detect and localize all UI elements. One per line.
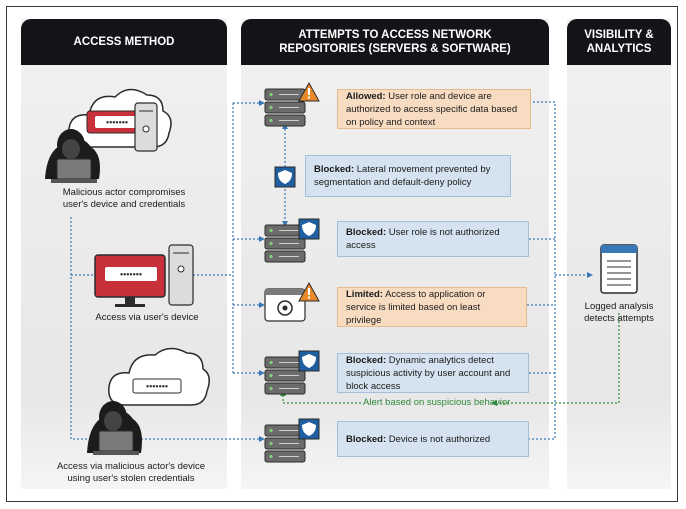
outcome-status: Blocked: bbox=[346, 227, 387, 238]
log-document-icon bbox=[600, 244, 638, 294]
server-tower-icon bbox=[134, 102, 158, 152]
connector-right-trunk bbox=[529, 101, 556, 440]
shield-icon bbox=[274, 166, 296, 188]
monitor-icon bbox=[94, 254, 166, 307]
outcome-box-allowed: Allowed: User role and device are author… bbox=[337, 89, 531, 129]
outcome-box-limited: Limited: Access to application or servic… bbox=[337, 287, 527, 327]
outcome-box-analytics-blocked: Blocked: Dynamic analytics detect suspic… bbox=[337, 353, 529, 393]
visibility-header: VISIBILITY & ANALYTICS bbox=[567, 19, 671, 65]
app-settings-icon bbox=[264, 288, 306, 322]
password-mask: ••••••• bbox=[106, 118, 128, 128]
access-method-label-2: Access via user's device bbox=[95, 312, 199, 323]
connector-layer: ••••••• ••••••• bbox=[45, 81, 638, 463]
diagram-frame: ACCESS METHOD ATTEMPTS TO ACCESS NETWORK… bbox=[6, 6, 678, 502]
shield-icon bbox=[298, 350, 320, 372]
warning-icon bbox=[298, 81, 320, 102]
cloud-icon bbox=[108, 347, 210, 406]
outcome-text: Dynamic analytics detect suspicious acti… bbox=[346, 354, 511, 392]
shield-icon bbox=[298, 418, 320, 440]
shield-icon bbox=[298, 218, 320, 240]
outcome-text: User role is not authorized access bbox=[346, 227, 500, 251]
outcome-status: Limited: bbox=[346, 288, 383, 300]
access-method-header: ACCESS METHOD bbox=[21, 19, 227, 65]
outcome-box-device-blocked: Blocked: Device is not authorized bbox=[337, 421, 529, 457]
connector-actor-to-bottom bbox=[70, 217, 265, 440]
pc-tower-icon bbox=[168, 244, 194, 306]
outcome-status: Blocked: bbox=[346, 354, 387, 366]
outcome-text: Lateral movement prevented by segmentati… bbox=[314, 164, 491, 188]
server-icon bbox=[264, 356, 306, 395]
outcome-text: User role and device are authorized to a… bbox=[346, 90, 518, 128]
warning-icon bbox=[298, 281, 320, 302]
password-mask: ••••••• bbox=[120, 270, 142, 280]
outcome-status: Blocked: bbox=[346, 433, 387, 445]
server-icon bbox=[264, 224, 306, 263]
access-method-label-1: Malicious actor compromises user's devic… bbox=[62, 187, 186, 210]
password-mask: ••••••• bbox=[146, 382, 168, 392]
outcome-text: Access to application or service is limi… bbox=[346, 288, 486, 326]
outcome-status: Allowed: bbox=[346, 90, 386, 102]
server-icon bbox=[264, 88, 306, 127]
hacker-icon bbox=[45, 129, 100, 183]
outcome-text: Device is not authorized bbox=[386, 433, 491, 445]
attempts-header: ATTEMPTS TO ACCESS NETWORK REPOSITORIES … bbox=[241, 19, 549, 65]
outcome-box-lateral: Blocked: Lateral movement prevented by s… bbox=[305, 155, 511, 197]
access-method-label-3: Access via malicious actor's device usin… bbox=[56, 461, 206, 484]
outcome-status: Blocked: bbox=[314, 164, 355, 175]
analytics-label: Logged analysis detects attempts bbox=[584, 301, 654, 324]
hacker-icon bbox=[87, 401, 142, 455]
outcome-box-role-blocked: Blocked: User role is not authorized acc… bbox=[337, 221, 529, 257]
alert-label: Alert based on suspicious behavior bbox=[363, 397, 511, 408]
